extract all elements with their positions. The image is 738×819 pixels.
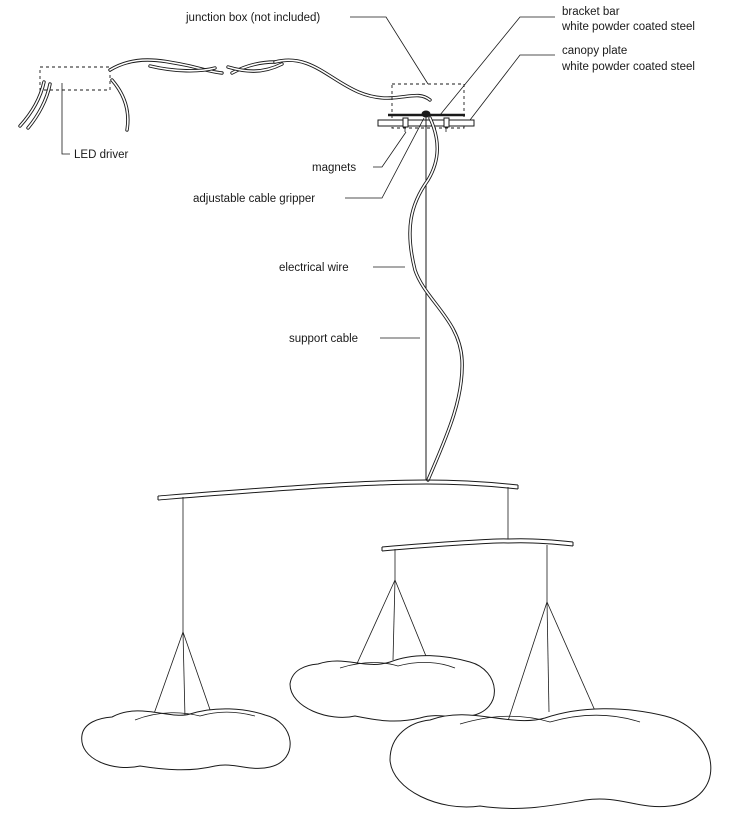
cable-gripper-leader bbox=[345, 117, 425, 199]
canopy-plate-label-line2: white powder coated steel bbox=[561, 61, 695, 73]
secondary-arm bbox=[381, 487, 574, 552]
callout-leaders bbox=[345, 16, 555, 339]
canopy-plate-leader bbox=[469, 54, 555, 121]
electrical-wire bbox=[408, 116, 464, 482]
bracket-bar-label-line1: bracket bar bbox=[562, 6, 620, 18]
magnets-label: magnets bbox=[312, 162, 356, 174]
bracket-bar-label-line2: white powder coated steel bbox=[561, 21, 695, 33]
magnet-right bbox=[443, 117, 450, 128]
main-arm bbox=[157, 479, 519, 501]
junction-box-leader bbox=[350, 16, 429, 85]
led-driver bbox=[18, 66, 130, 155]
left-pendant bbox=[81, 497, 291, 771]
led-driver-leader bbox=[61, 83, 70, 155]
magnets-leader bbox=[373, 131, 407, 168]
driver-to-junction-wire bbox=[108, 58, 432, 102]
middle-pendant bbox=[289, 549, 495, 722]
cable-gripper-label: adjustable cable gripper bbox=[193, 193, 315, 205]
left-cloud-shade bbox=[81, 708, 291, 771]
right-pendant bbox=[389, 545, 712, 809]
magnet-left bbox=[402, 117, 409, 128]
electrical-wire-label: electrical wire bbox=[279, 262, 349, 274]
junction-box-label: junction box (not included) bbox=[185, 12, 320, 24]
junction-box bbox=[391, 83, 465, 129]
bracket-bar-leader bbox=[439, 16, 555, 116]
led-driver-box bbox=[39, 66, 111, 91]
middle-cloud-shade bbox=[289, 655, 495, 722]
canopy-plate-label-line1: canopy plate bbox=[562, 45, 627, 57]
led-driver-label: LED driver bbox=[74, 149, 128, 161]
support-cable-label: support cable bbox=[289, 333, 358, 345]
junction-box-outline bbox=[391, 83, 465, 129]
right-cloud-shade bbox=[389, 708, 712, 809]
